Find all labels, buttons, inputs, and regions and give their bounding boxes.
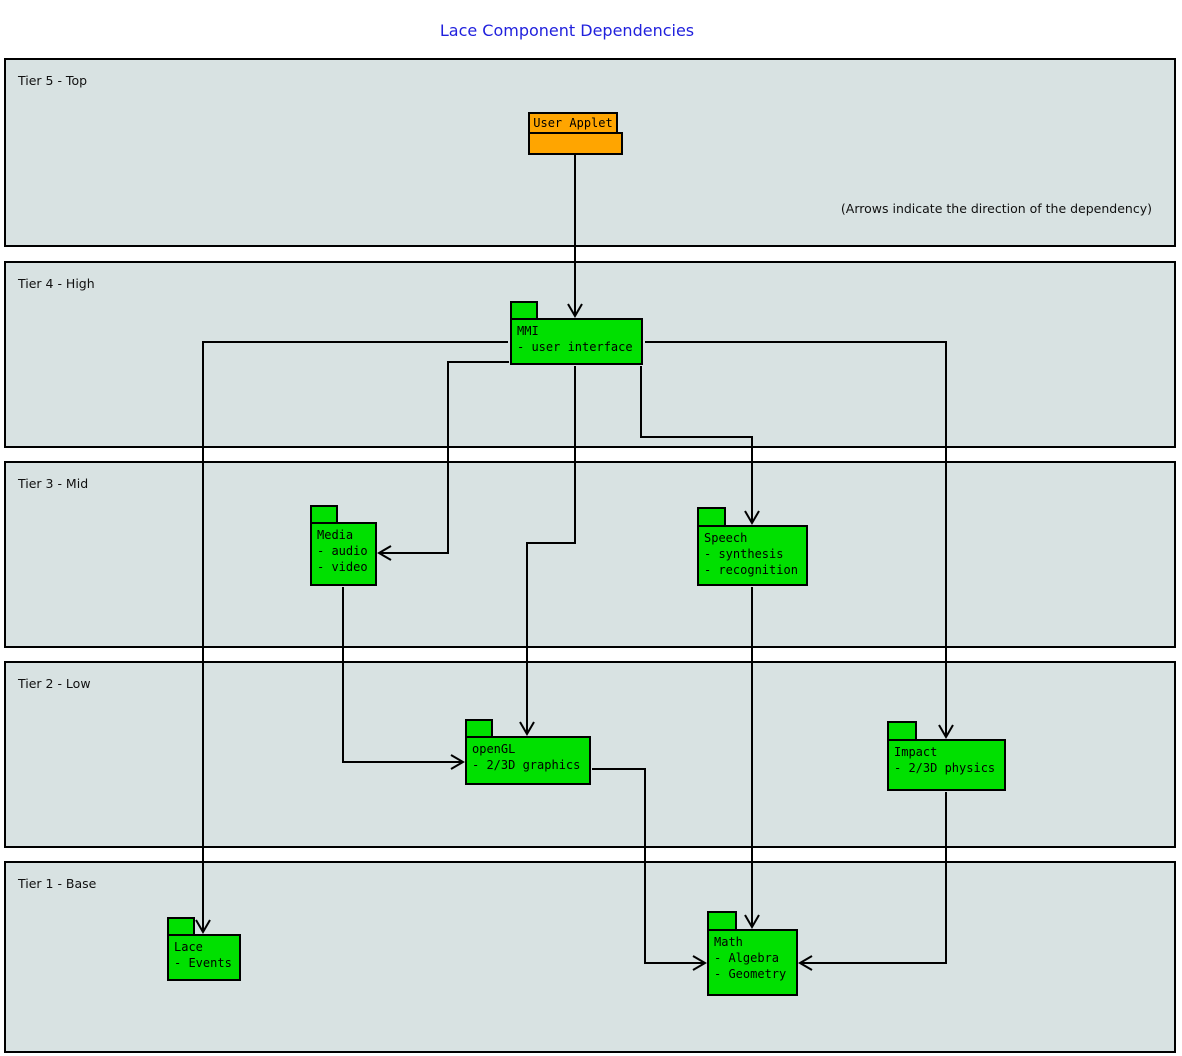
node-impact-name: Impact (894, 745, 938, 759)
node-user-applet (528, 132, 623, 155)
node-impact-detail: - 2/3D physics (894, 761, 996, 775)
node-lace-tab (167, 917, 195, 936)
node-lace-detail: - Events (174, 956, 232, 970)
node-opengl: openGL - 2/3D graphics (465, 736, 591, 785)
node-media-name: Media (317, 528, 354, 542)
node-opengl-tab (465, 719, 493, 738)
node-media-detail: - video (317, 560, 368, 574)
node-lace-name: Lace (174, 940, 203, 954)
node-media-detail: - audio (317, 544, 368, 558)
node-lace: Lace - Events (167, 934, 241, 981)
node-media-tab (310, 505, 338, 524)
diagram-title: Lace Component Dependencies (439, 21, 695, 40)
node-speech-name: Speech (704, 531, 748, 545)
tier-1-band: Tier 1 - Base (4, 861, 1176, 1053)
node-opengl-name: openGL (472, 742, 516, 756)
tier-5-label: Tier 5 - Top (18, 73, 88, 88)
node-user-applet-tab: User Applet (528, 112, 618, 134)
node-math-detail: - Geometry (714, 967, 787, 981)
tier-1-label: Tier 1 - Base (18, 876, 97, 891)
node-mmi-detail: - user interface (517, 340, 633, 354)
tier-3-band: Tier 3 - Mid (4, 461, 1176, 648)
node-opengl-detail: - 2/3D graphics (472, 758, 581, 772)
node-user-applet-name: User Applet (533, 116, 613, 130)
tier-4-band: Tier 4 - High (4, 261, 1176, 448)
node-impact: Impact - 2/3D physics (887, 739, 1006, 791)
tier-3-label: Tier 3 - Mid (18, 476, 89, 491)
node-impact-tab (887, 721, 917, 741)
node-math-tab (707, 911, 737, 931)
node-speech-detail: - synthesis (704, 547, 784, 561)
node-mmi-tab (510, 301, 538, 320)
node-speech-detail: - recognition (704, 563, 798, 577)
node-math-detail: - Algebra (714, 951, 780, 965)
node-mmi-name: MMI (517, 324, 539, 338)
node-speech: Speech - synthesis - recognition (697, 525, 808, 586)
tier-4-label: Tier 4 - High (18, 276, 95, 291)
node-math: Math - Algebra - Geometry (707, 929, 798, 996)
node-media: Media - audio - video (310, 522, 377, 586)
node-speech-tab (697, 507, 726, 527)
tier-2-label: Tier 2 - Low (18, 676, 91, 691)
node-mmi: MMI - user interface (510, 318, 643, 365)
node-math-name: Math (714, 935, 743, 949)
legend-note: (Arrows indicate the direction of the de… (840, 201, 1152, 216)
